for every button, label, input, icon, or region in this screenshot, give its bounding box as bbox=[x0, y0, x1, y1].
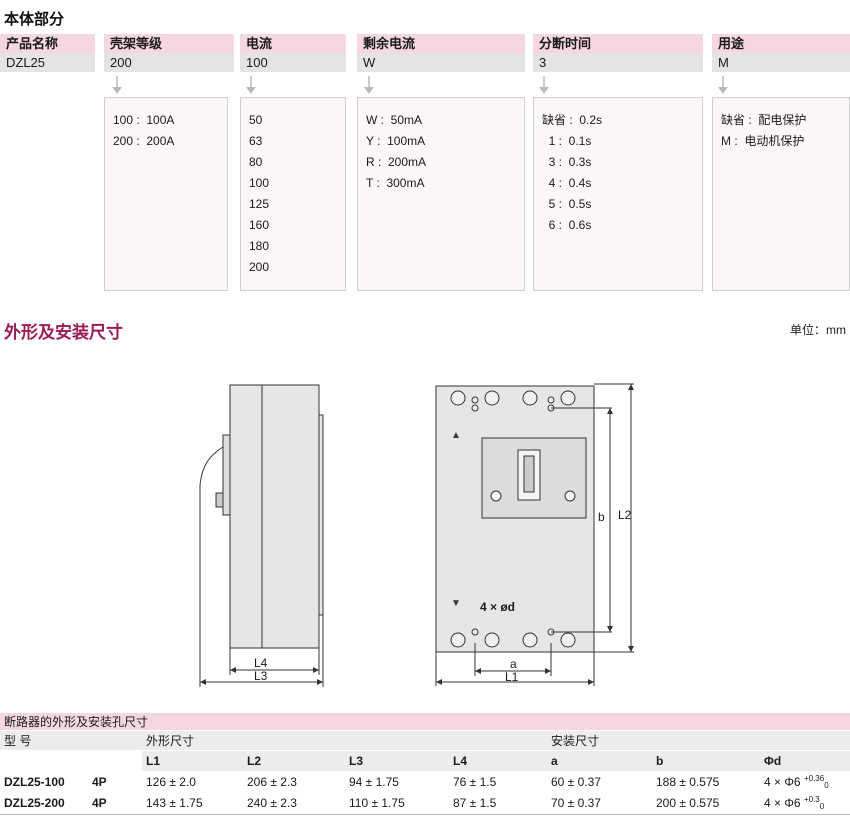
model-cell: DZL25-200 bbox=[0, 792, 88, 815]
current-option: 160 bbox=[249, 218, 270, 232]
down-arrow-icon bbox=[718, 76, 728, 94]
dim-label-l4: L4 bbox=[254, 656, 268, 670]
table-header-outline: 外形尺寸 bbox=[142, 730, 547, 751]
current-option: 200 bbox=[249, 260, 270, 274]
down-arrow-icon bbox=[246, 76, 256, 94]
table-cell: 4 × Φ6 +0.30 bbox=[760, 792, 850, 815]
current-option: 50 bbox=[249, 113, 263, 127]
table-col-header: b bbox=[652, 750, 760, 771]
residual-option: Y : 100mA bbox=[366, 134, 426, 148]
hole-value: 4 × Φ6 bbox=[764, 796, 801, 811]
time-option: 5 : 0.5s bbox=[542, 197, 592, 211]
frame-option: 100 : 100A bbox=[113, 113, 175, 127]
hole-value: 4 × Φ6 bbox=[764, 774, 801, 789]
table-cell: 76 ± 1.5 bbox=[453, 774, 497, 789]
table-cell: 188 ± 0.575 bbox=[656, 774, 720, 789]
section-title-dimensions: 外形及安装尺寸 bbox=[4, 323, 123, 342]
time-option: 1 : 0.1s bbox=[542, 134, 592, 148]
front-view-drawing bbox=[435, 383, 634, 686]
usage-option: 缺省 : 配电保护 bbox=[721, 113, 807, 127]
dim-label-l3: L3 bbox=[254, 669, 268, 683]
dim-label-b: b bbox=[598, 510, 605, 524]
table-cell: 60 ± 0.37 bbox=[551, 774, 601, 789]
arrow-down-icon: ▼ bbox=[451, 598, 461, 609]
current-option: 125 bbox=[249, 197, 270, 211]
current-option: 100 bbox=[249, 176, 270, 190]
code-header-frame: 壳架等级 bbox=[104, 34, 234, 53]
table-col-header: L3 bbox=[345, 750, 449, 771]
table-cell: 143 ± 1.75 bbox=[142, 792, 243, 815]
down-arrow-icon bbox=[112, 76, 122, 94]
dim-label-a: a bbox=[510, 657, 517, 671]
residual-option: W : 50mA bbox=[366, 113, 423, 127]
table-col-header: L2 bbox=[243, 750, 345, 771]
dimension-table: 断路器的外形及安装孔尺寸 型 号 外形尺寸 安装尺寸 L1 L2 L3 L4 a… bbox=[0, 713, 850, 815]
hole-label: 4 × ød bbox=[480, 600, 516, 614]
table-row: DZL25-100 4P 126 ± 2.0 206 ± 2.3 94 ± 1.… bbox=[0, 771, 850, 793]
time-option: 3 : 0.3s bbox=[542, 155, 592, 169]
code-header-current: 电流 bbox=[240, 34, 346, 53]
poles-cell: 4P bbox=[92, 774, 107, 789]
tolerance-upper: +0.36 bbox=[803, 773, 825, 783]
unit-label: 单位：mm bbox=[790, 323, 846, 337]
table-cell: 206 ± 2.3 bbox=[247, 774, 297, 789]
table-header-mount: 安装尺寸 bbox=[547, 730, 850, 751]
table-row: DZL25-200 4P 143 ± 1.75 240 ± 2.3 110 ± … bbox=[0, 792, 850, 815]
table-col-header: Φd bbox=[760, 750, 850, 771]
residual-option: T : 300mA bbox=[366, 176, 425, 190]
section-title-body: 本体部分 bbox=[4, 11, 65, 28]
current-options-box: 50 63 80 100 125 160 180 200 bbox=[240, 97, 346, 291]
table-caption: 断路器的外形及安装孔尺寸 bbox=[0, 713, 850, 731]
table-col-header: a bbox=[547, 750, 652, 771]
model-cell: DZL25-100 bbox=[4, 774, 65, 789]
dim-label-l2: L2 bbox=[618, 508, 632, 522]
code-value-product: DZL25 bbox=[0, 53, 95, 72]
table-cell: 240 ± 2.3 bbox=[243, 792, 345, 815]
current-option: 63 bbox=[249, 134, 263, 148]
code-value-time: 3 bbox=[533, 53, 703, 72]
code-value-current: 100 bbox=[240, 53, 346, 72]
usage-options-box: 缺省 : 配电保护 M : 电动机保护 bbox=[712, 97, 850, 291]
arrow-up-icon: ▲ bbox=[451, 430, 461, 441]
table-col-header: L4 bbox=[449, 750, 547, 771]
code-value-frame: 200 bbox=[104, 53, 234, 72]
table-cell: 70 ± 0.37 bbox=[547, 792, 652, 815]
code-header-usage: 用途 bbox=[712, 34, 850, 53]
code-header-residual: 剩余电流 bbox=[357, 34, 525, 53]
table-cell: 126 ± 2.0 bbox=[146, 774, 196, 789]
time-options-box: 缺省 : 0.2s 1 : 0.1s 3 : 0.3s 4 : 0.4s 5 :… bbox=[533, 97, 703, 291]
down-arrow-icon bbox=[539, 76, 549, 94]
time-option: 缺省 : 0.2s bbox=[542, 113, 603, 127]
table-cell: 4 × Φ6 +0.360 bbox=[760, 771, 850, 793]
table-cell: 87 ± 1.5 bbox=[449, 792, 547, 815]
time-option: 4 : 0.4s bbox=[542, 176, 592, 190]
frame-options-box: 100 : 100A 200 : 200A bbox=[104, 97, 228, 291]
residual-options-box: W : 50mA Y : 100mA R : 200mA T : 300mA bbox=[357, 97, 525, 291]
time-option: 6 : 0.6s bbox=[542, 218, 592, 232]
tolerance-lower: 0 bbox=[824, 780, 829, 790]
current-option: 80 bbox=[249, 155, 263, 169]
frame-option: 200 : 200A bbox=[113, 134, 175, 148]
table-cell: 200 ± 0.575 bbox=[652, 792, 760, 815]
residual-option: R : 200mA bbox=[366, 155, 427, 169]
code-header-product: 产品名称 bbox=[0, 34, 95, 53]
tolerance-upper: +0.3 bbox=[803, 795, 820, 805]
current-option: 180 bbox=[249, 239, 270, 253]
poles-cell: 4P bbox=[88, 792, 142, 815]
tolerance-lower: 0 bbox=[819, 802, 825, 812]
table-cell: 94 ± 1.75 bbox=[349, 774, 399, 789]
dim-label-l1: L1 bbox=[505, 670, 519, 684]
code-header-time: 分断时间 bbox=[533, 34, 703, 53]
usage-option: M : 电动机保护 bbox=[721, 134, 805, 148]
table-cell: 110 ± 1.75 bbox=[345, 792, 449, 815]
code-value-residual: W bbox=[357, 53, 525, 72]
side-view-drawing bbox=[199, 384, 324, 687]
table-col-header: L1 bbox=[142, 750, 243, 771]
code-value-usage: M bbox=[712, 53, 850, 72]
down-arrow-icon bbox=[364, 76, 374, 94]
table-header-model: 型 号 bbox=[0, 730, 142, 751]
